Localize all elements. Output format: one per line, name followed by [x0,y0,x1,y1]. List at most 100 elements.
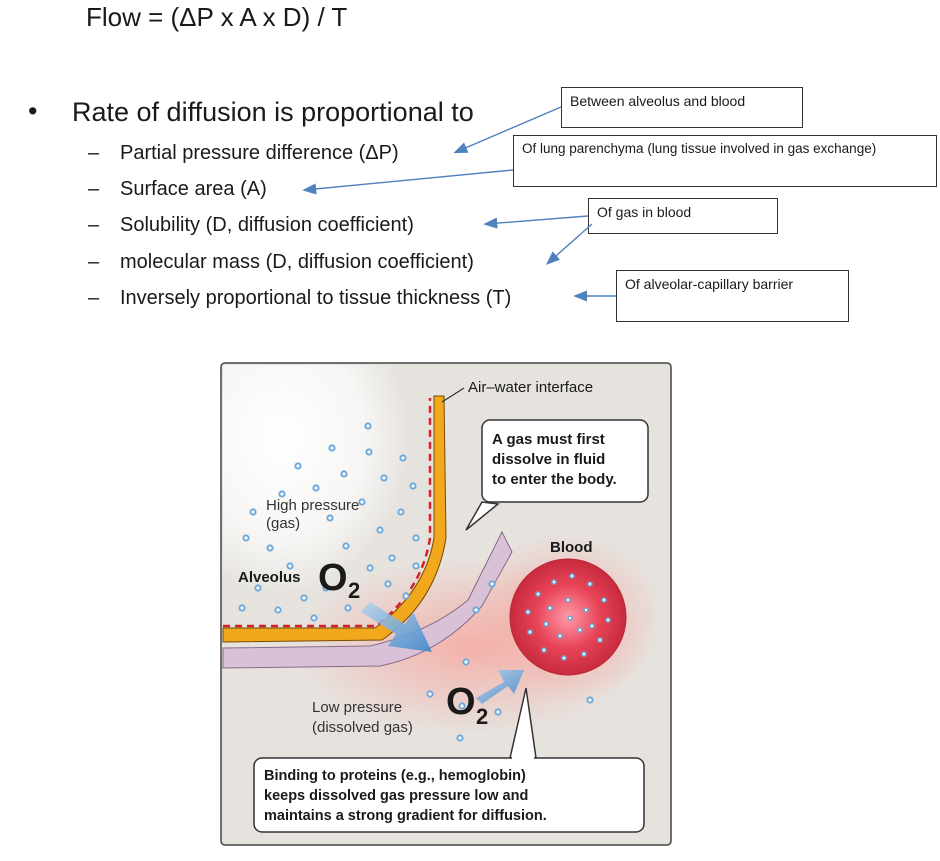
gas-bubble [366,564,374,572]
gas-region [223,365,434,628]
gas-bubble [310,614,318,622]
factor-item-solubility: –Solubility (D, diffusion coefficient) [88,214,414,237]
gas-bubble [342,542,350,550]
gas-bubble [358,498,366,506]
alveolus-label: Alveolus [238,569,301,586]
gas-bubble [274,606,282,614]
dash-marker: – [88,214,100,236]
blood-bubble [597,637,603,643]
arrow-to-solubility [483,215,589,229]
dissolved-bubbles [426,580,594,742]
gas-bubble [365,448,373,456]
bullet-marker: • [28,96,38,126]
arrow-to-molecular-mass [545,223,593,265]
blood-bubble [551,579,557,585]
factor-label: Surface area (A) [120,178,267,200]
binding-text-3: maintains a strong gradient for diffusio… [264,808,547,824]
dissolved-bubble [586,696,594,704]
blood-bubble [525,609,531,615]
binding-text-1: Binding to proteins (e.g., hemoglobin) [264,768,526,784]
low-pressure-label-2: (dissolved gas) [312,719,413,736]
blood-bubble [583,607,589,613]
gas-bubble [344,604,352,612]
arrow-to-area [302,169,514,195]
gas-bubble [412,562,420,570]
gas-bubble [249,508,257,516]
dissolved-bubble [456,734,464,742]
gas-bubble [399,454,407,462]
gas-bubble [384,580,392,588]
air-water-leader [441,387,465,403]
flow-formula: Flow = (ΔP x A x D) / T [86,2,348,32]
blood-bubble [581,651,587,657]
dissolve-callout-pointer [465,501,500,531]
high-pressure-label-2: (gas) [266,515,300,532]
gas-bubble [266,544,274,552]
blood-bubble [527,629,533,635]
blood-label: Blood [550,539,593,556]
blood-bubbles [525,573,611,661]
gas-bubble [286,562,294,570]
dissolved-bubble [462,658,470,666]
callout-barrier: Of alveolar-capillary barrier [616,270,849,322]
o2-subscript-alveolus: 2 [348,578,360,603]
alveolus-diffusion-figure: A gas must first dissolve in fluid to en… [220,362,672,846]
dash-marker: – [88,142,100,164]
gas-bubble [409,482,417,490]
dash-marker: – [88,178,100,200]
blood-bubble [589,623,595,629]
factor-label: Solubility (D, diffusion coefficient) [120,214,414,236]
blood-bubble [547,605,553,611]
factor-label: Partial pressure difference (ΔP) [120,142,399,164]
factor-label: Inversely proportional to tissue thickne… [120,287,512,309]
gas-bubble [242,534,250,542]
gas-bubble [254,584,262,592]
gas-bubbles [238,422,420,622]
diffusion-arrow-gas-to-tissue [361,602,432,652]
factor-label: molecular mass (D, diffusion coefficient… [120,251,474,273]
dissolve-text-1: A gas must first [492,431,605,448]
dash-marker: – [88,251,100,273]
gas-bubble [294,462,302,470]
gas-bubble [376,526,384,534]
dissolved-bubble [472,606,480,614]
blood-bubble [541,647,547,653]
callout-gas-in-blood: Of gas in blood [588,198,778,234]
factor-item-pressure: –Partial pressure difference (ΔP) [88,142,399,165]
dissolved-bubble [426,690,434,698]
gas-bubble [312,484,320,492]
high-pressure-label-1: High pressure [266,497,359,514]
o2-symbol-dissolved: O [446,681,476,723]
factor-item-area: –Surface area (A) [88,178,267,201]
blood-bubble [535,591,541,597]
factor-item-molecular-mass: –molecular mass (D, diffusion coefficien… [88,251,474,274]
dissolved-bubble [488,580,496,588]
gas-bubble [326,514,334,522]
dash-marker: – [88,287,100,309]
gas-bubble [328,444,336,452]
blood-bubble [587,581,593,587]
gas-bubble [412,534,420,542]
blood-bubble [543,621,549,627]
dissolve-text-2: dissolve in fluid [492,451,605,468]
blood-bubble [557,633,563,639]
gas-bubble [388,554,396,562]
blood-bubble [567,615,573,621]
gas-bubble [364,422,372,430]
dissolve-text-3: to enter the body. [492,471,617,488]
binding-callout-box [253,757,645,833]
blood-bubble [569,573,575,579]
blood-bubble [561,655,567,661]
o2-subscript-dissolved: 2 [476,704,488,729]
dissolved-bubble [494,708,502,716]
o2-symbol-alveolus: O [318,557,348,599]
blood-bubble [565,597,571,603]
gas-bubble [278,490,286,498]
air-water-label: Air–water interface [468,379,593,396]
gas-bubble [380,474,388,482]
gas-bubble [238,604,246,612]
dissolve-callout-box [481,419,649,503]
diffusion-arrow-to-blood [476,670,524,704]
gas-bubble [402,592,410,600]
gas-bubble [397,508,405,516]
